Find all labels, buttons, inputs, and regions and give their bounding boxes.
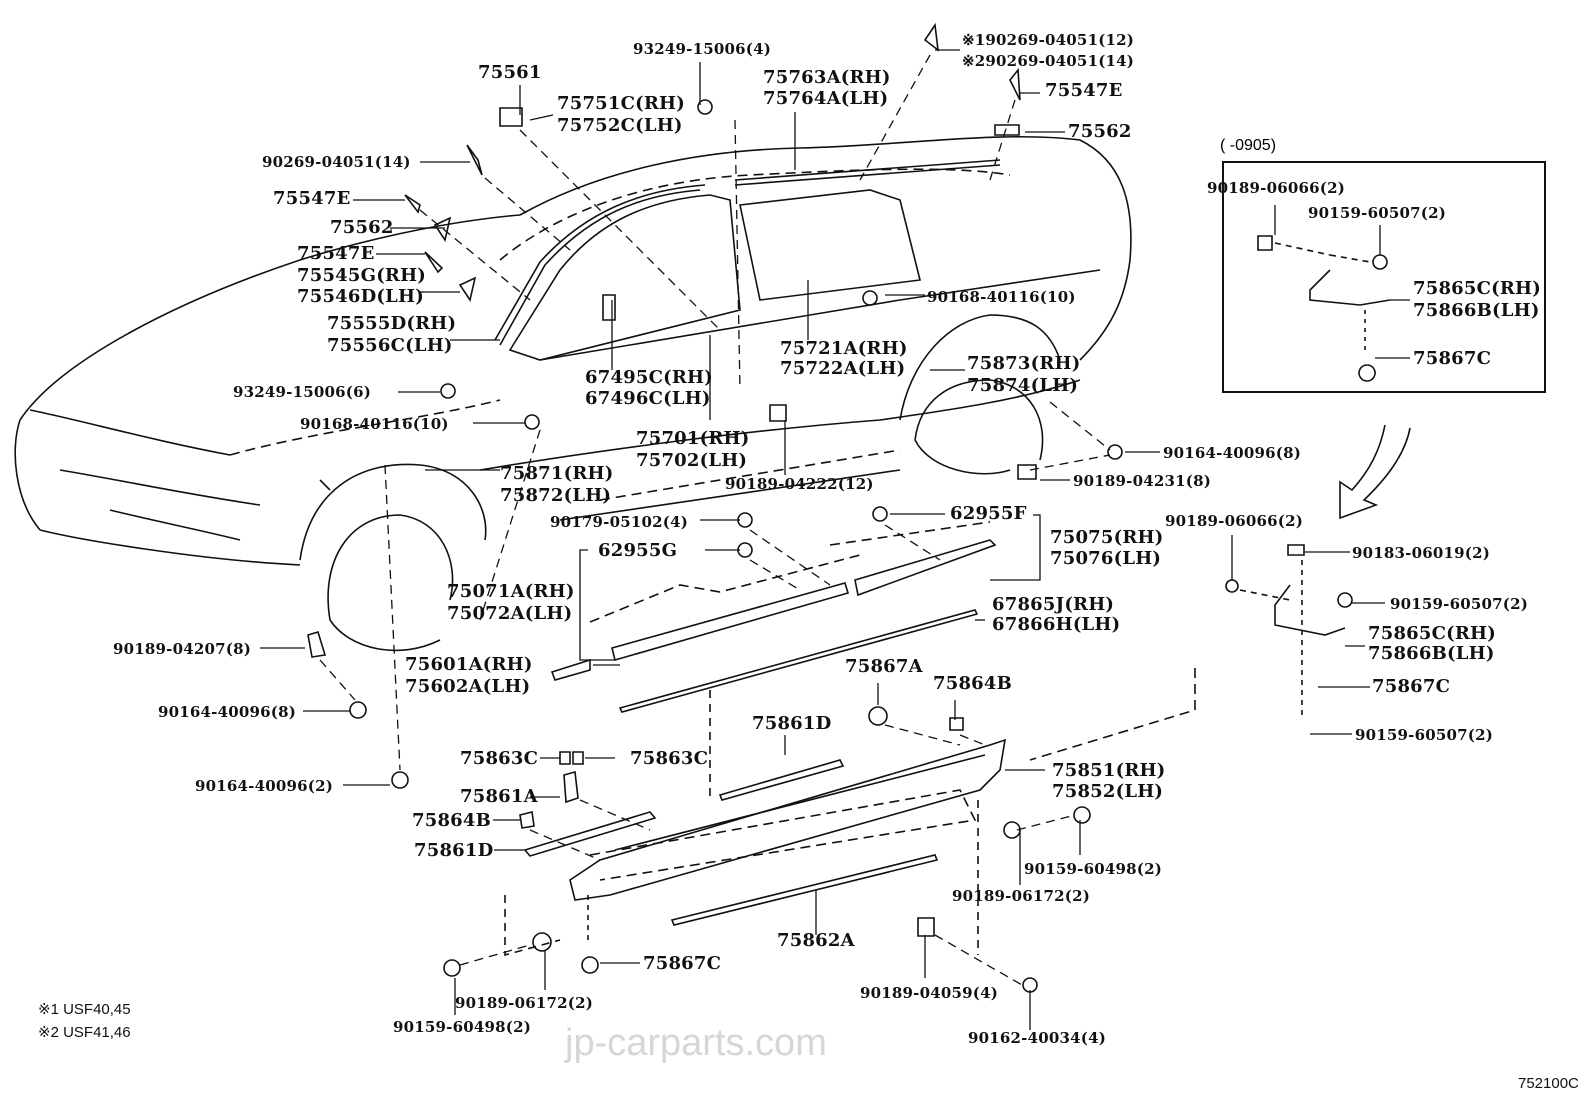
part-label-75602a-lh[interactable]: 75602A(LH) xyxy=(405,676,531,697)
inset-bracket-drawing xyxy=(1258,236,1390,381)
part-label-62955f[interactable]: 62955F xyxy=(950,503,1027,524)
diagram-code: 752100C xyxy=(1518,1075,1579,1092)
footnote-1: ※1 USF40,45 xyxy=(38,1001,131,1018)
part-label-75852-lh[interactable]: 75852(LH) xyxy=(1052,781,1164,802)
inset-title: ( -0905) xyxy=(1220,137,1277,154)
part-label-75722a-lh[interactable]: 75722A(LH) xyxy=(780,358,906,379)
part-label-90164-40096-8-r[interactable]: 90164-40096(8) xyxy=(1163,444,1302,462)
part-label-90189-04059-4[interactable]: 90189-04059(4) xyxy=(860,984,999,1002)
part-label-75751c-rh[interactable]: 75751C(RH) xyxy=(557,93,685,114)
part-label-90189-04222-12[interactable]: 90189-04222(12) xyxy=(725,475,874,493)
part-label-75863c-r[interactable]: 75863C xyxy=(630,748,709,769)
part-label-75862a[interactable]: 75862A xyxy=(777,930,855,951)
part-label-90189-04231-8[interactable]: 90189-04231(8) xyxy=(1073,472,1212,490)
part-label-90168-40116-b[interactable]: 90168-40116(10) xyxy=(927,288,1076,306)
part-label-75701-rh[interactable]: 75701(RH) xyxy=(636,428,750,449)
inset-box xyxy=(1222,161,1546,393)
part-label-67495c-rh[interactable]: 67495C(RH) xyxy=(585,367,713,388)
part-label-75866b-lh[interactable]: 75866B(LH) xyxy=(1368,643,1495,664)
rocker-moldings xyxy=(552,522,995,712)
part-label-75562-r[interactable]: 75562 xyxy=(1068,121,1132,142)
rh-bracket-drawing xyxy=(1030,545,1352,760)
rear-wheel-arch xyxy=(900,315,1060,474)
part-label-90189-06172-2-r[interactable]: 90189-06172(2) xyxy=(952,887,1091,905)
window-frames xyxy=(495,160,1000,360)
part-label-75764a-lh[interactable]: 75764A(LH) xyxy=(763,88,889,109)
part-label-75561[interactable]: 75561 xyxy=(478,62,542,83)
car-body-outline xyxy=(15,137,1131,565)
part-label-75861a[interactable]: 75861A xyxy=(460,786,538,807)
part-label-90164-40096-8-l[interactable]: 90164-40096(8) xyxy=(158,703,297,721)
inset-label-75866b-lh[interactable]: 75866B(LH) xyxy=(1413,300,1540,321)
part-label-90183-06019-2[interactable]: 90183-06019(2) xyxy=(1352,544,1491,562)
fastener-glyphs xyxy=(308,25,1122,992)
part-label-90189-06066-2[interactable]: 90189-06066(2) xyxy=(1165,512,1304,530)
part-label-75861d-l[interactable]: 75861D xyxy=(414,840,494,861)
part-label-93249-15006-6[interactable]: 93249-15006(6) xyxy=(233,383,372,401)
part-label-67865j-rh[interactable]: 67865J(RH) xyxy=(992,594,1115,615)
part-label-75867a[interactable]: 75867A xyxy=(845,656,923,677)
part-label-67866h-lh[interactable]: 67866H(LH) xyxy=(992,614,1121,635)
part-label-75873-rh[interactable]: 75873(RH) xyxy=(967,353,1081,374)
part-label-75851-rh[interactable]: 75851(RH) xyxy=(1052,760,1166,781)
part-label-62955g[interactable]: 62955G xyxy=(598,540,678,561)
leader-lines xyxy=(260,50,1410,1030)
part-label-75562-l[interactable]: 75562 xyxy=(330,217,394,238)
part-label-90189-06172-2-l[interactable]: 90189-06172(2) xyxy=(455,994,594,1012)
part-label-90164-40096-2[interactable]: 90164-40096(2) xyxy=(195,777,334,795)
part-label-90269-04051-12[interactable]: ※190269-04051(12) xyxy=(962,31,1135,49)
part-label-75702-lh[interactable]: 75702(LH) xyxy=(636,450,748,471)
part-label-90159-60498-2-l[interactable]: 90159-60498(2) xyxy=(393,1018,532,1036)
part-label-75075-rh[interactable]: 75075(RH) xyxy=(1050,527,1164,548)
dashed-connectors xyxy=(320,55,1110,985)
part-label-75864b-r[interactable]: 75864B xyxy=(933,673,1013,694)
part-label-75072a-lh[interactable]: 75072A(LH) xyxy=(447,603,573,624)
part-label-75871-rh[interactable]: 75871(RH) xyxy=(500,463,614,484)
part-label-75547e-1[interactable]: 75547E xyxy=(273,188,351,209)
part-label-75545g-rh[interactable]: 75545G(RH) xyxy=(297,265,426,286)
part-label-75864b-l[interactable]: 75864B xyxy=(412,810,492,831)
part-label-90168-40116-a[interactable]: 90168-40116(10) xyxy=(300,415,449,433)
side-skirt xyxy=(505,690,1005,955)
part-label-75874-lh[interactable]: 75874(LH) xyxy=(967,375,1079,396)
part-label-75547e-2[interactable]: 75547E xyxy=(297,243,375,264)
part-label-90269-04051-14-r[interactable]: ※290269-04051(14) xyxy=(962,52,1135,70)
part-label-90159-60507-2-a[interactable]: 90159-60507(2) xyxy=(1390,595,1529,613)
part-label-90269-04051-14[interactable]: 90269-04051(14) xyxy=(262,153,411,171)
inset-label-90159-60507-2[interactable]: 90159-60507(2) xyxy=(1308,204,1447,222)
part-label-93249-15006-4[interactable]: 93249-15006(4) xyxy=(633,40,772,58)
footnote-2: ※2 USF41,46 xyxy=(38,1024,131,1041)
part-label-75867c-c[interactable]: 75867C xyxy=(643,953,722,974)
direction-arrow xyxy=(1340,425,1410,518)
part-label-90162-40034-4[interactable]: 90162-40034(4) xyxy=(968,1029,1107,1047)
part-label-90179-05102-4[interactable]: 90179-05102(4) xyxy=(550,513,689,531)
part-label-75865c-rh[interactable]: 75865C(RH) xyxy=(1368,623,1496,644)
part-label-75547e-r[interactable]: 75547E xyxy=(1045,80,1123,101)
part-label-75763a-rh[interactable]: 75763A(RH) xyxy=(763,67,891,88)
part-label-75546d-lh[interactable]: 75546D(LH) xyxy=(297,286,424,307)
part-label-75076-lh[interactable]: 75076(LH) xyxy=(1050,548,1162,569)
part-label-67496c-lh[interactable]: 67496C(LH) xyxy=(585,388,711,409)
inset-label-75865c-rh[interactable]: 75865C(RH) xyxy=(1413,278,1541,299)
part-label-75071a-rh[interactable]: 75071A(RH) xyxy=(447,581,575,602)
part-label-90189-04207-8[interactable]: 90189-04207(8) xyxy=(113,640,252,658)
watermark: jp-carparts.com xyxy=(565,1022,827,1064)
part-label-75872-lh[interactable]: 75872(LH) xyxy=(500,485,612,506)
part-label-75555d-rh[interactable]: 75555D(RH) xyxy=(327,313,457,334)
part-label-75861d-c[interactable]: 75861D xyxy=(752,713,832,734)
part-label-75556c-lh[interactable]: 75556C(LH) xyxy=(327,335,453,356)
part-label-90159-60507-2-b[interactable]: 90159-60507(2) xyxy=(1355,726,1494,744)
part-label-75721a-rh[interactable]: 75721A(RH) xyxy=(780,338,908,359)
part-label-75867c-r[interactable]: 75867C xyxy=(1372,676,1451,697)
part-label-75752c-lh[interactable]: 75752C(LH) xyxy=(557,115,683,136)
inset-label-90189-06066-2[interactable]: 90189-06066(2) xyxy=(1207,179,1346,197)
part-label-75601a-rh[interactable]: 75601A(RH) xyxy=(405,654,533,675)
inset-label-75867c[interactable]: 75867C xyxy=(1413,348,1492,369)
part-label-90159-60498-2-r[interactable]: 90159-60498(2) xyxy=(1024,860,1163,878)
part-label-75863c-l[interactable]: 75863C xyxy=(460,748,539,769)
front-wheel-arch xyxy=(300,464,486,650)
